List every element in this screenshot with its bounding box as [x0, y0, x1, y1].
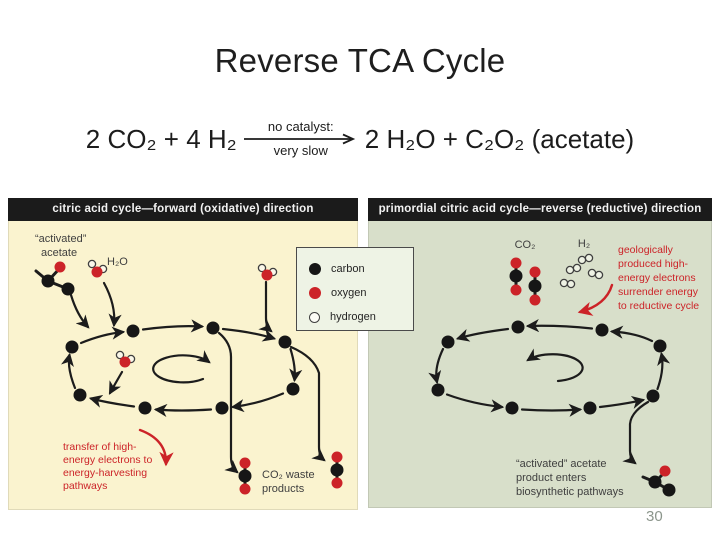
equation-products: 2 H₂O + C₂O₂ (acetate) — [364, 123, 635, 154]
h2-molecule — [565, 263, 582, 275]
co2-input-label: CO₂ — [515, 239, 536, 251]
co2-output-arrows — [217, 331, 326, 474]
transfer-arrow-icon — [138, 428, 174, 467]
panel-forward-cycle: citric acid cycle—forward (oxidative) di… — [8, 198, 358, 510]
co2-molecule — [330, 451, 344, 489]
co2-waste-label-line1: CO₂ waste — [262, 469, 315, 481]
co2-molecule — [509, 257, 523, 296]
legend-label-hydrogen: hydrogen — [330, 311, 376, 323]
h2-input-label: H₂ — [578, 238, 590, 250]
acetate-molecule — [641, 465, 676, 497]
transfer-note: transfer of high- energy electrons to en… — [63, 441, 152, 492]
co2-molecule — [238, 457, 252, 495]
svg-text:surrender energy: surrender energy — [618, 286, 699, 298]
activated-acetate-label-line1: “activated” — [35, 233, 87, 245]
svg-text:geologically: geologically — [618, 244, 674, 256]
reaction-equation: 2 CO₂ + 4 H₂ no catalyst: very slow 2 H₂… — [0, 120, 720, 158]
reverse-cycle-diagram: CO₂ H₂ — [428, 238, 699, 498]
geo-arrow-icon — [577, 283, 614, 316]
svg-text:transfer of high-: transfer of high- — [63, 441, 137, 453]
svg-text:product enters: product enters — [516, 472, 587, 484]
h2-molecule — [559, 278, 576, 289]
forward-cycle-diagram: “activated” acetate H₂O — [34, 233, 344, 495]
page-number: 30 — [646, 508, 663, 525]
reaction-arrow-block: no catalyst: very slow — [242, 120, 360, 158]
oxygen-dot-icon — [309, 287, 321, 299]
carbon-dot-icon — [309, 263, 321, 275]
h2o-label: H₂O — [107, 256, 128, 268]
acetate-output-arrow — [622, 400, 650, 465]
h2-molecule — [577, 253, 594, 265]
co2-molecule — [528, 266, 542, 306]
svg-text:energy electrons to: energy electrons to — [63, 454, 152, 466]
svg-text:pathways: pathways — [63, 480, 107, 492]
reaction-condition-top: no catalyst: — [267, 119, 334, 134]
activated-acetate-label-line2: acetate — [41, 247, 77, 259]
geo-note: geologically produced high- energy elect… — [618, 244, 699, 312]
forward-cycle-arrows — [60, 319, 303, 417]
svg-text:to reductive cycle: to reductive cycle — [618, 300, 699, 312]
legend-item-hydrogen: hydrogen — [309, 305, 413, 329]
svg-text:produced high-: produced high- — [618, 258, 689, 270]
cycle-direction-icon — [152, 350, 211, 384]
hydrogen-dot-icon — [309, 311, 320, 323]
water-molecule — [115, 350, 136, 368]
reaction-condition-bottom: very slow — [273, 143, 328, 158]
right-arrow-icon — [243, 133, 355, 145]
acetate-molecule — [34, 261, 75, 296]
forward-cycle-carbons — [65, 321, 300, 415]
legend-label-carbon: carbon — [331, 263, 365, 275]
page-title: Reverse TCA Cycle — [214, 42, 506, 79]
h2-molecule — [587, 268, 604, 280]
svg-text:biosynthetic pathways: biosynthetic pathways — [516, 486, 624, 498]
reverse-cycle-carbons — [431, 320, 667, 415]
svg-text:energy electrons: energy electrons — [618, 272, 696, 284]
panel-reverse-header: primordial citric acid cycle—reverse (re… — [368, 198, 712, 221]
legend-label-oxygen: oxygen — [331, 287, 367, 299]
svg-text:energy-harvesting: energy-harvesting — [63, 467, 147, 479]
equation-reactants: 2 CO₂ + 4 H₂ — [85, 123, 237, 154]
reverse-cycle-arrows — [428, 319, 671, 417]
water-molecule — [87, 259, 108, 278]
legend-item-oxygen: oxygen — [309, 281, 413, 305]
water-molecule — [257, 263, 278, 281]
panel-forward-header: citric acid cycle—forward (oxidative) di… — [8, 198, 358, 221]
legend: carbon oxygen hydrogen — [296, 247, 414, 331]
cycle-entry-arrows — [69, 280, 273, 395]
svg-text:“activated” acetate: “activated” acetate — [516, 458, 607, 470]
legend-item-carbon: carbon — [309, 257, 413, 281]
acetate-note: “activated” acetate product enters biosy… — [516, 458, 624, 498]
co2-waste-label-line2: products — [262, 483, 305, 495]
cycle-direction-icon — [526, 348, 584, 383]
panel-reverse-cycle: primordial citric acid cycle—reverse (re… — [368, 198, 712, 508]
